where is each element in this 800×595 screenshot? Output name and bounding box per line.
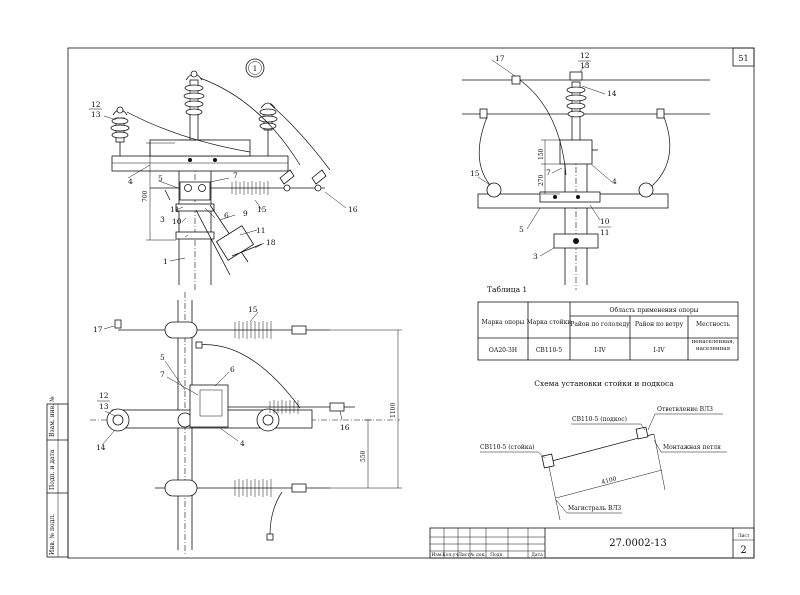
tb-col-kol: Кол.уч. [442,552,460,558]
callout-13-front: 13 [91,110,101,119]
callout-12-plan: 12 [99,391,109,400]
stamp-podp-data: Подп. и дата [49,449,56,490]
side-view: 150 270 [462,59,710,290]
callout-3-side: 3 [533,252,538,261]
plan-view: 1100 550 [90,292,402,555]
install-scheme: Схема установки стойки и подкоса 4100 [480,379,727,521]
th-post: Марка стойки [527,319,572,326]
sheet-label: Лист [738,533,750,539]
callout-13-plan: 13 [99,402,109,411]
svg-text:550: 550 [360,450,367,462]
callout-5-front: 5 [158,174,163,183]
td-wind: I-IV [653,347,665,354]
callout-18-front: 18 [266,238,276,247]
callout-10-front: 10 [172,217,182,226]
callout-10-side: 10 [600,217,610,226]
sheet-no: 2 [740,545,746,556]
callout-4-front: 4 [128,177,133,186]
callout-5-side: 5 [519,225,524,234]
stamp-inv-podl: Инв. № подл. [49,514,56,555]
dim-700: 700 [142,142,176,241]
tb-col-izm: Изм. [431,552,443,558]
svg-text:700: 700 [142,190,149,202]
dim-550: 550 [360,419,372,488]
callout-17-plan: 17 [93,325,103,334]
label-loop: Монтажная петля [663,444,721,451]
callout-11-side: 11 [600,228,610,237]
scheme-title: Схема установки стойки и подкоса [534,379,674,388]
callout-14-plan: 14 [96,443,106,452]
th-ice: Район по гололеду [570,321,630,328]
tb-col-list: Лист [458,552,470,558]
table-caption: Таблица 1 [487,285,527,294]
callout-13-side: 13 [580,61,590,70]
side-stamp: Инв. № подл. Подп. и дата Взам. инв. № [46,396,69,558]
svg-text:150: 150 [538,148,545,160]
brace-front [195,204,263,276]
callout-1-front: 1 [163,257,168,266]
insulator-left [110,106,130,143]
detail-marker: 1 [245,58,265,78]
th-terrain: Местность [696,321,731,328]
callout-12-side: 12 [580,51,590,60]
label-post: СВ110-5 (стойка) [480,444,535,451]
callout-9-front: 9 [243,209,248,218]
stamp-vzam-inv: Взам. инв. № [49,396,56,437]
callout-15-front: 15 [257,205,267,214]
callout-17-side: 17 [495,54,505,63]
callout-7-side: 7 [546,168,551,177]
th-area: Область применения опоры [610,307,699,314]
dim-1100: 1100 [330,329,402,489]
title-block: Изм. Кол.уч. Лист № док. Подп. Дата 27.0… [429,527,755,559]
top-strain-string-plan [164,321,307,339]
dim-270: 270 [538,164,560,195]
td-terrain: ненаселенная, населенная [691,339,735,352]
scheme-dim: 4100 [601,475,618,486]
callout-3-front: 3 [160,215,165,224]
table-1: Таблица 1 Марка опоры Марка стойки Облас… [477,285,739,361]
label-branch: Ответвление ВЛЗ [657,406,713,413]
callout-16-front: 16 [348,205,358,214]
insulator-side-top [565,71,587,143]
front-view: 700 [103,70,347,290]
callout-15-side: 15 [470,169,480,178]
callout-6-plan: 6 [230,365,235,374]
page-number-box: 51 [732,47,755,67]
svg-text:1100: 1100 [390,403,397,418]
td-support: ОА20-3Н [489,347,517,354]
label-main: Магистраль ВЛЗ [568,505,621,512]
strain-insulator-string-front [231,181,269,195]
insulator-top-center [183,70,205,141]
callout-15-plan: 15 [248,305,258,314]
callout-16-plan: 16 [340,423,350,432]
svg-text:1: 1 [253,64,258,73]
callout-11b-front: 11 [256,226,266,235]
tb-col-doc: № док. [470,552,486,558]
doc-code: 27.0002-13 [609,538,666,549]
callout-4-plan: 4 [240,439,245,448]
th-support: Марка опоры [482,319,525,326]
label-brace: СВ110-5 (подкос) [572,416,627,423]
th-wind: Район по ветру [635,321,684,328]
side-strain-string-plan [269,400,345,414]
callout-7-plan: 7 [160,370,165,379]
tb-col-podp: Подп. [490,552,504,558]
sheet-frame [67,47,755,559]
dim-150: 150 [538,139,560,165]
callout-11a-front: 11 [170,205,180,214]
page-number: 51 [738,54,748,63]
callout-12-front: 12 [91,100,101,109]
td-ice: I-IV [594,347,606,354]
callout-5-plan: 5 [160,353,165,362]
td-post: СВ110-5 [536,347,562,354]
callout-7-front: 7 [233,171,238,180]
callout-6-front: 6 [224,211,229,220]
callout-14-side: 14 [607,89,617,98]
bottom-strain-string-plan [164,479,307,497]
callout-4-side: 4 [612,177,617,186]
tb-col-data: Дата [531,552,543,558]
svg-text:270: 270 [538,174,545,186]
